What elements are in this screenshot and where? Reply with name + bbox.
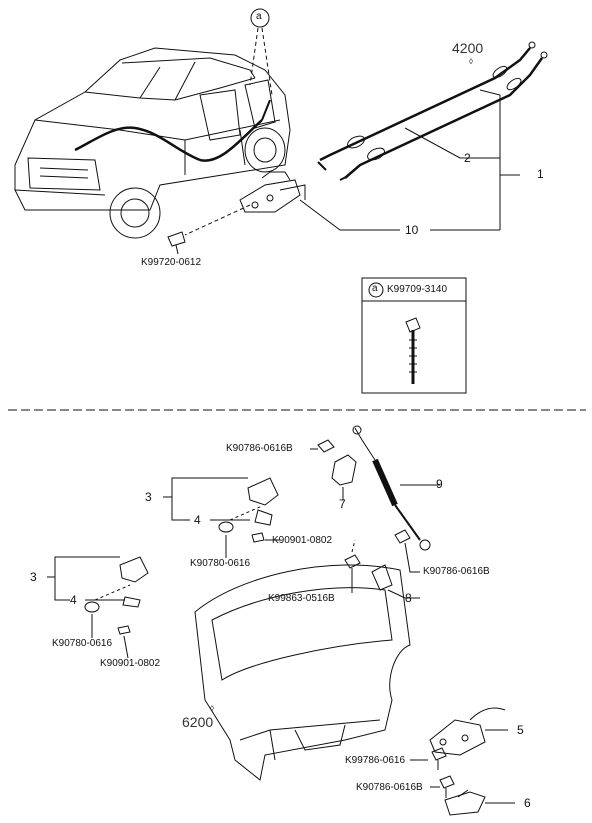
- tailgate-latch: [429, 707, 506, 756]
- callout-3-left: 3: [30, 570, 37, 584]
- part-number-k90780-left: K90780-0616: [52, 638, 113, 649]
- hinge-left: [84, 556, 149, 635]
- callout-2: 2: [464, 151, 471, 165]
- callout-9: 9: [436, 477, 443, 491]
- part-number-k90786-bottom: K90786-0616B: [356, 782, 423, 793]
- part-number-k90780-right: K90780-0616: [190, 558, 251, 569]
- callout-8: 8: [405, 591, 412, 605]
- inset-title: K99709-3140: [387, 284, 448, 295]
- tailgate-striker: [444, 789, 486, 816]
- clip-k99709: [405, 317, 421, 384]
- group-code-top: 4200: [452, 40, 484, 56]
- group-code-bottom-tick: ◊: [210, 704, 214, 713]
- car-illustration: [14, 47, 291, 239]
- callout-10: 10: [405, 223, 419, 237]
- group-code-top-tick: ◊: [469, 57, 473, 66]
- hinge-right: [218, 477, 279, 543]
- release-cables: [317, 41, 548, 181]
- part-number-k99863: K99863-0516B: [268, 593, 335, 604]
- callout-7: 7: [339, 497, 346, 511]
- part-number-k90786-right: K90786-0616B: [423, 566, 490, 577]
- callout-4-right: 4: [194, 513, 201, 527]
- part-number-k90901-right: K90901-0802: [272, 535, 333, 546]
- part-number-k90901-left: K90901-0802: [100, 658, 161, 669]
- part-number-k90786-top: K90786-0616B: [226, 443, 293, 454]
- callout-5: 5: [517, 723, 524, 737]
- fuel-lid-latch-bracket: [239, 171, 306, 213]
- part-number-k99786: K99786-0616: [345, 755, 406, 766]
- callout-1: 1: [537, 167, 544, 181]
- group-code-bottom: 6200: [182, 714, 214, 730]
- bolt-k99720: [167, 231, 186, 255]
- car-marker-letter: a: [256, 11, 262, 22]
- callout-4-left: 4: [70, 593, 77, 607]
- callout-6: 6: [524, 796, 531, 810]
- bumper-stop: [331, 454, 357, 486]
- callout-3-right: 3: [145, 490, 152, 504]
- inset-box: [361, 277, 467, 394]
- part-number-k99720: K99720-0612: [141, 257, 202, 268]
- tailgate: [194, 564, 411, 781]
- car-marker-circle: [250, 8, 270, 28]
- inset-marker-letter: a: [372, 283, 378, 294]
- gas-strut: [352, 425, 440, 551]
